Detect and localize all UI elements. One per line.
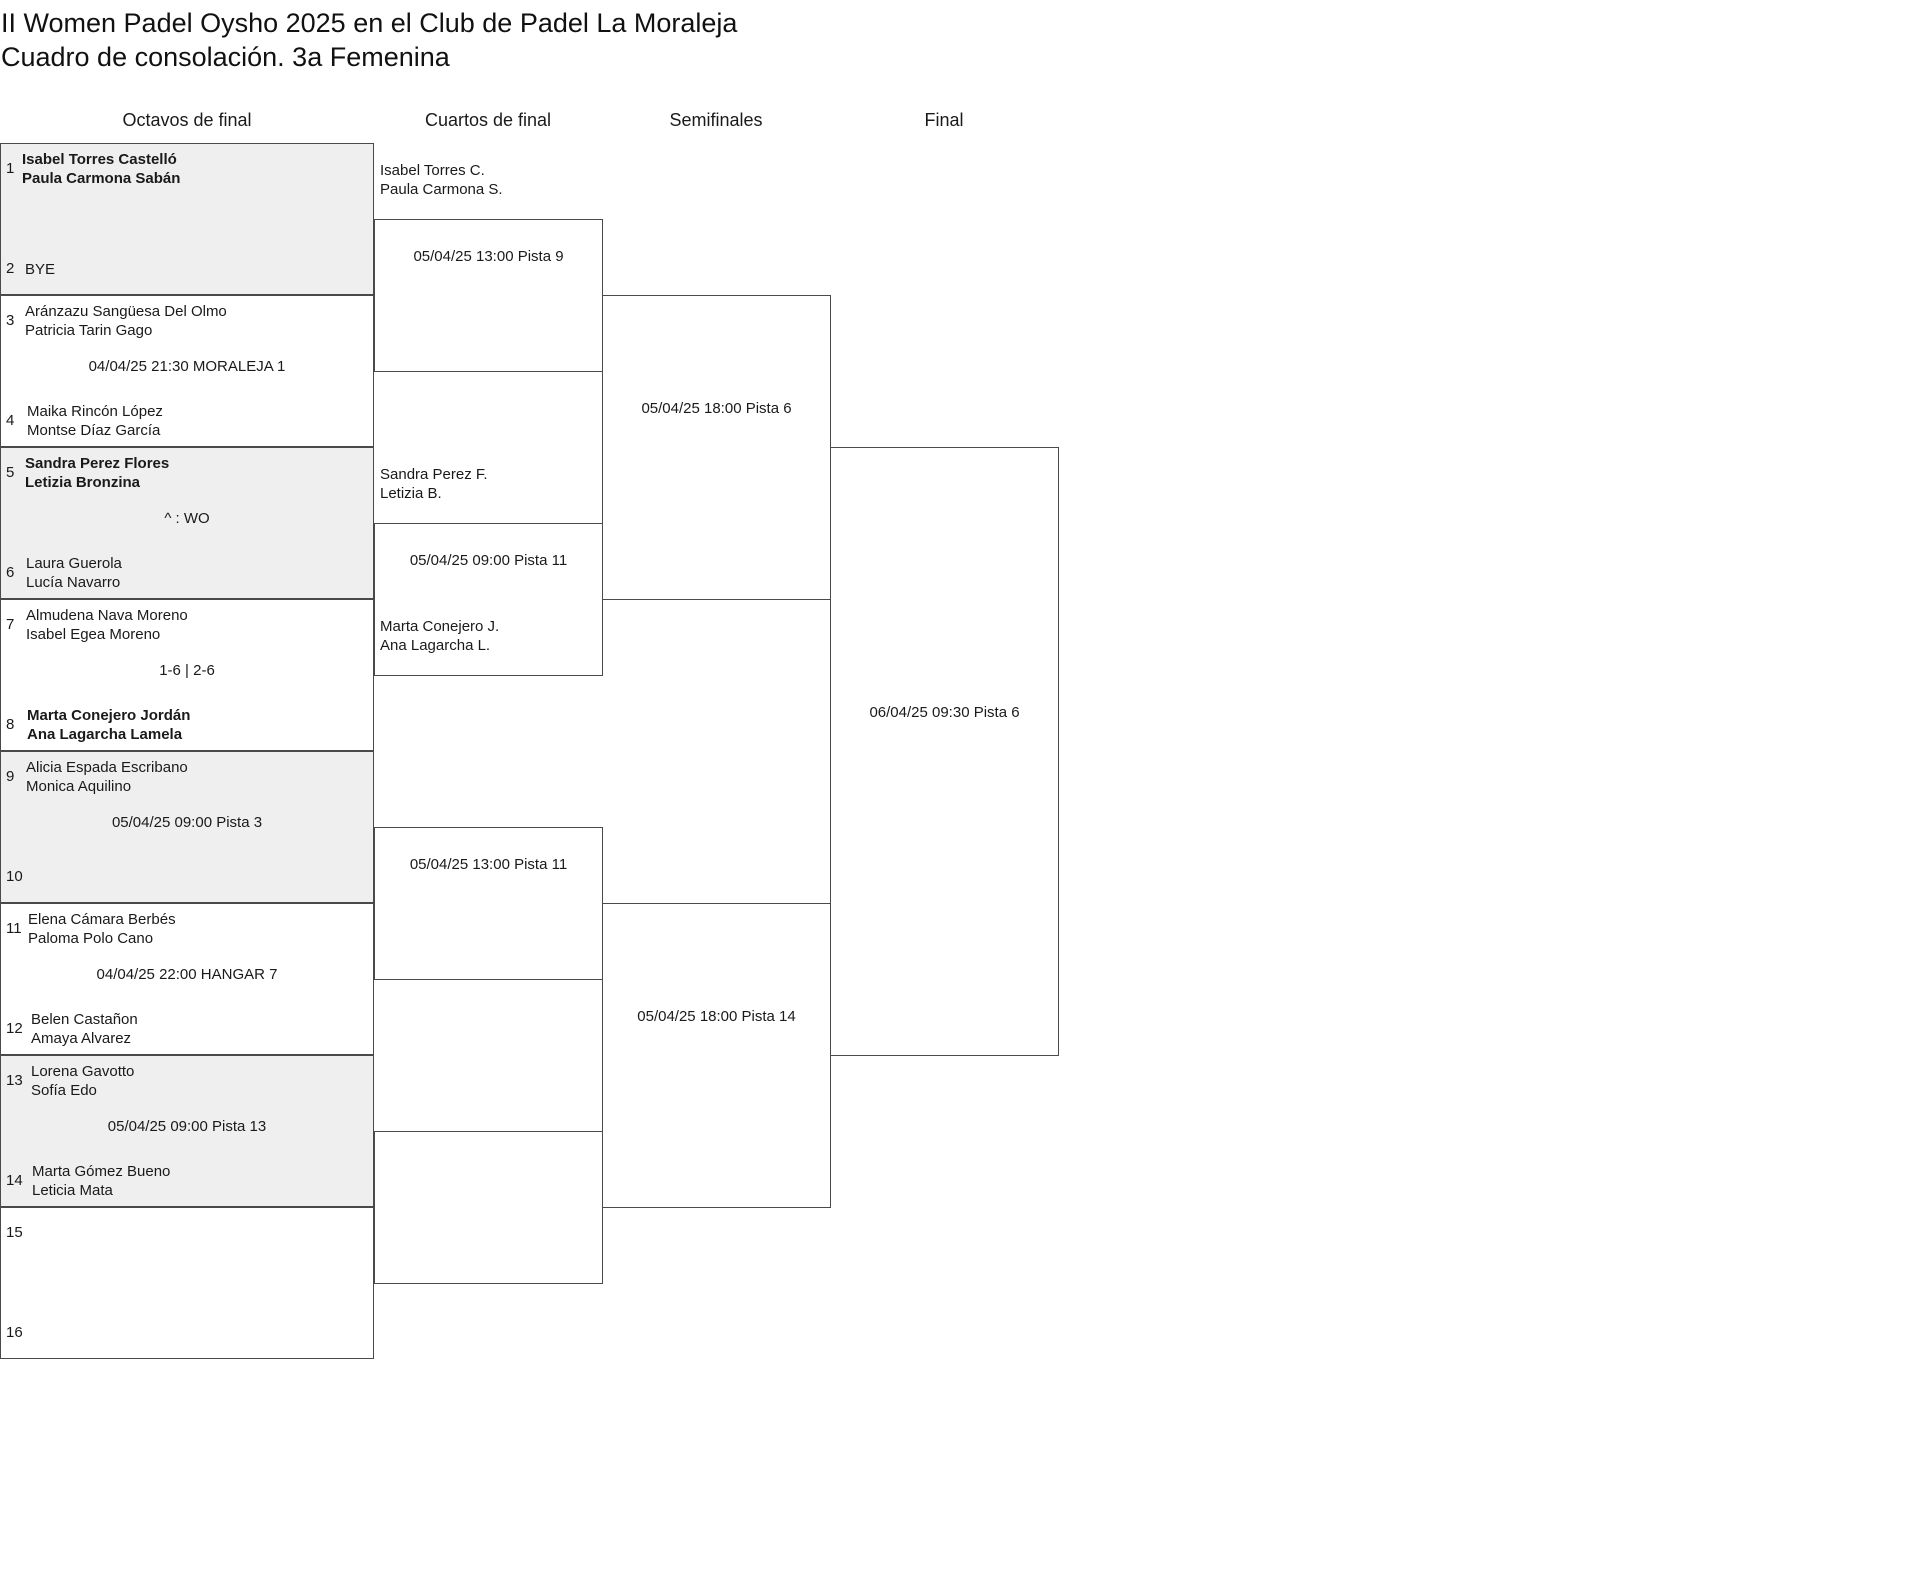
r16-match-8: 15 16	[0, 1207, 374, 1359]
seed-number: 4	[6, 412, 15, 429]
sf-match-2: 05/04/25 18:00 Pista 14	[602, 903, 831, 1208]
seed-number: 3	[6, 312, 15, 329]
player-name: BYE	[25, 261, 56, 278]
qf-player-name: Sandra Perez F.	[380, 466, 488, 483]
match-info: 04/04/25 21:30 MORALEJA 1	[88, 358, 286, 375]
player-name: Isabel Torres Castelló	[22, 151, 177, 168]
seed-number: 11	[6, 920, 22, 937]
player-name: Monica Aquilino	[26, 778, 132, 795]
player-name: Paula Carmona Sabán	[22, 170, 181, 187]
seed-number: 7	[6, 616, 15, 633]
player-name: Marta Conejero Jordán	[27, 707, 191, 724]
seed-number: 14	[6, 1172, 23, 1189]
match-info: 04/04/25 22:00 HANGAR 7	[96, 966, 278, 983]
player-name: Montse Díaz García	[27, 422, 161, 439]
seed-number: 6	[6, 564, 15, 581]
player-name: Marta Gómez Bueno	[32, 1163, 171, 1180]
qf-player-name: Ana Lagarcha L.	[380, 637, 491, 654]
seed-number: 13	[6, 1072, 23, 1089]
seed-number: 12	[6, 1020, 23, 1037]
player-name: Sofía Edo	[31, 1082, 97, 1099]
r16-match-1: 1 Isabel Torres Castelló Paula Carmona S…	[0, 143, 374, 295]
player-name: Sandra Perez Flores	[25, 455, 170, 472]
qf-match-3: 05/04/25 13:00 Pista 11	[374, 827, 603, 980]
player-name: Paloma Polo Cano	[28, 930, 154, 947]
player-name: Maika Rincón López	[27, 403, 163, 420]
qf-player-name: Paula Carmona S.	[380, 181, 503, 198]
match-info: 05/04/25 09:00 Pista 11	[409, 552, 568, 569]
match-info: 06/04/25 09:30 Pista 6	[869, 704, 1020, 721]
seed-number: 15	[6, 1224, 23, 1241]
player-name: Alicia Espada Escribano	[26, 759, 188, 776]
sf-match-1: 05/04/25 18:00 Pista 6	[602, 295, 831, 600]
seed-number: 10	[6, 868, 23, 885]
seed-number: 8	[6, 716, 15, 733]
round-header-final: Final	[924, 110, 964, 130]
match-info: 05/04/25 09:00 Pista 13	[107, 1118, 267, 1135]
qf-match-1: 05/04/25 13:00 Pista 9	[374, 219, 603, 372]
page-subtitle: Cuadro de consolación. 3a Femenina	[1, 42, 450, 72]
match-info: 05/04/25 09:00 Pista 3	[111, 814, 263, 831]
seed-number: 5	[6, 464, 15, 481]
round-header-r16: Octavos de final	[122, 110, 252, 130]
final-match: 06/04/25 09:30 Pista 6	[830, 447, 1059, 1056]
seed-number: 9	[6, 768, 15, 785]
match-info: 05/04/25 13:00 Pista 9	[413, 248, 564, 265]
match-info: 05/04/25 13:00 Pista 11	[409, 856, 568, 873]
player-name: Leticia Mata	[32, 1182, 113, 1199]
r16-match-6: 11 Elena Cámara Berbés Paloma Polo Cano …	[0, 903, 374, 1055]
player-name: Letizia Bronzina	[25, 474, 141, 491]
r16-match-4: 7 Almudena Nava Moreno Isabel Egea Moren…	[0, 599, 374, 751]
player-name: Isabel Egea Moreno	[26, 626, 161, 643]
player-name: Amaya Alvarez	[31, 1030, 132, 1047]
seed-number: 1	[6, 160, 15, 177]
r16-match-5: 9 Alicia Espada Escribano Monica Aquilin…	[0, 751, 374, 903]
match-info: 05/04/25 18:00 Pista 14	[637, 1008, 796, 1025]
player-name: Lucía Navarro	[26, 574, 121, 591]
round-header-sf: Semifinales	[669, 110, 763, 130]
seed-number: 2	[6, 260, 15, 277]
r16-match-7: 13 Lorena Gavotto Sofía Edo 05/04/25 09:…	[0, 1055, 374, 1207]
match-score: 1-6 | 2-6	[159, 662, 215, 679]
qf-player-name: Isabel Torres C.	[380, 162, 485, 179]
player-name: Ana Lagarcha Lamela	[27, 726, 183, 743]
r16-match-2: 3 Aránzazu Sangüesa Del Olmo Patricia Ta…	[0, 295, 374, 447]
r16-match-3: 5 Sandra Perez Flores Letizia Bronzina ^…	[0, 447, 374, 599]
player-name: Laura Guerola	[26, 555, 122, 572]
round-header-qf: Cuartos de final	[424, 110, 552, 130]
qf-player-name: Letizia B.	[380, 485, 442, 502]
player-name: Belen Castañon	[31, 1011, 138, 1028]
player-name: Elena Cámara Berbés	[28, 911, 176, 928]
qf-match-4	[374, 1131, 603, 1284]
match-info: 05/04/25 18:00 Pista 6	[641, 400, 792, 417]
match-info: ^ : WO	[164, 510, 210, 527]
seed-number: 16	[6, 1324, 23, 1341]
player-name: Aránzazu Sangüesa Del Olmo	[25, 303, 227, 320]
player-name: Patricia Tarin Gago	[25, 322, 153, 339]
qf-player-name: Marta Conejero J.	[380, 618, 500, 635]
player-name: Almudena Nava Moreno	[26, 607, 188, 624]
page-title: II Women Padel Oysho 2025 en el Club de …	[1, 8, 738, 38]
qf-match-2: 05/04/25 09:00 Pista 11	[374, 523, 603, 676]
player-name: Lorena Gavotto	[31, 1063, 135, 1080]
